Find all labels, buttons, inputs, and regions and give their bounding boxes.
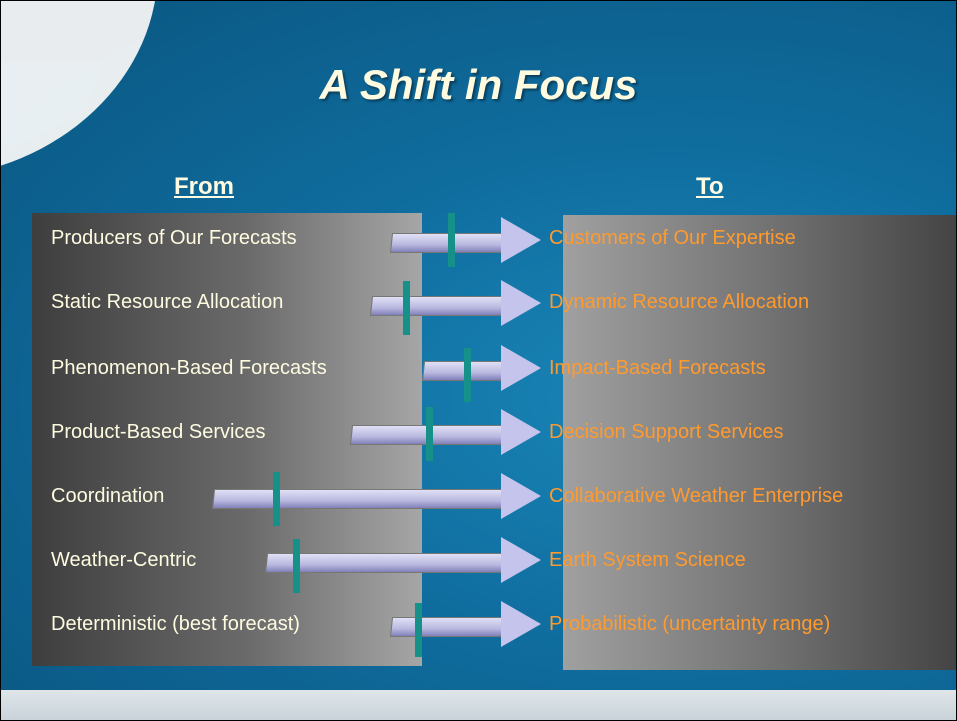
arrow-tick — [448, 213, 455, 267]
shift-arrow — [389, 601, 541, 647]
from-label: Deterministic (best forecast) — [51, 613, 300, 635]
arrow-tick — [403, 281, 410, 335]
from-label: Phenomenon-Based Forecasts — [51, 357, 327, 379]
arrow-tick — [293, 539, 300, 593]
to-label: Earth System Science — [549, 549, 746, 571]
to-label: Customers of Our Expertise — [549, 227, 796, 249]
from-label: Product-Based Services — [51, 421, 266, 443]
shift-arrow — [211, 473, 541, 519]
footer-bar — [1, 690, 956, 720]
from-heading: From — [174, 173, 234, 200]
arrow-tick — [415, 603, 422, 657]
slide-title: A Shift in Focus — [319, 61, 638, 108]
shift-arrow — [264, 537, 541, 583]
from-label: Static Resource Allocation — [51, 291, 284, 313]
shift-arrow — [389, 217, 541, 263]
to-label: Dynamic Resource Allocation — [549, 291, 810, 313]
arrow-tick — [273, 472, 280, 526]
from-label: Producers of Our Forecasts — [51, 227, 297, 249]
to-label: Impact-Based Forecasts — [549, 357, 766, 379]
shift-arrow — [421, 345, 541, 391]
arrow-tick — [426, 407, 433, 461]
to-heading: To — [696, 173, 724, 200]
to-panel — [563, 215, 956, 670]
from-label: Coordination — [51, 485, 165, 507]
to-label: Decision Support Services — [549, 421, 784, 443]
to-label: Collaborative Weather Enterprise — [549, 485, 844, 507]
to-label: Probabilistic (uncertainty range) — [549, 613, 831, 635]
shift-arrow — [349, 409, 541, 455]
arrow-tick — [464, 348, 471, 402]
shift-arrow — [369, 280, 541, 326]
from-label: Weather-Centric — [51, 549, 197, 571]
